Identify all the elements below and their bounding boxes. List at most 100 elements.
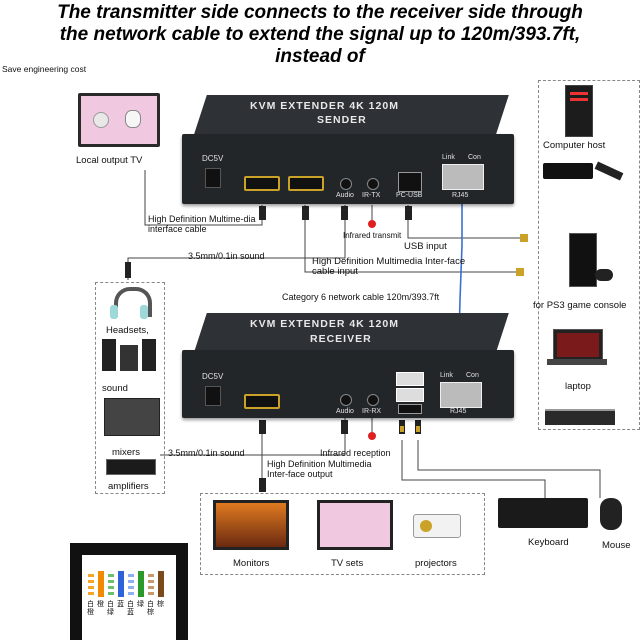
projector-icon bbox=[413, 514, 461, 538]
hdmi-cable-label: High Definition Multime-dia interface ca… bbox=[148, 214, 256, 234]
laptop-icon bbox=[553, 329, 603, 361]
ir-transmit-dot bbox=[368, 220, 376, 228]
tv-screen bbox=[81, 96, 157, 144]
game-console-icon bbox=[569, 233, 597, 287]
monitors-label: Monitors bbox=[233, 558, 270, 569]
headline-line-3: instead of bbox=[275, 46, 365, 67]
dip-switch-icon bbox=[398, 404, 422, 414]
headset-icon bbox=[114, 287, 152, 317]
hdmi-port-icon bbox=[244, 394, 280, 409]
hdmi-input-label: High Definition Multimedia Inter-face ca… bbox=[312, 256, 466, 277]
mixers-label: mixers bbox=[112, 447, 140, 458]
sender-pcusb-label: PC-USB bbox=[396, 192, 423, 199]
set-top-box-icon bbox=[543, 163, 593, 179]
sender-rj45-label: RJ45 bbox=[452, 192, 469, 199]
receiver-panel: DC5V Audio IR-RX Link Con RJ45 bbox=[182, 350, 514, 418]
receiver-title: KVM EXTENDER 4K 120M bbox=[250, 318, 399, 330]
receiver-con-label: Con bbox=[466, 372, 479, 379]
robot-icon bbox=[125, 110, 141, 128]
ps3-label: for PS3 game console bbox=[533, 300, 627, 311]
gamepad-icon bbox=[595, 269, 613, 281]
sound-2-label: 3.5mm/0.1in sound bbox=[168, 448, 245, 458]
wire-pin bbox=[158, 571, 164, 597]
wire-pin bbox=[118, 571, 124, 597]
wire-pin-label: 棕 bbox=[157, 601, 164, 608]
mouse-icon bbox=[600, 498, 622, 530]
computer-tower-icon bbox=[565, 85, 593, 137]
wire-pin bbox=[98, 571, 104, 597]
mixer-icon bbox=[104, 398, 160, 436]
displays-panel: Monitors TV sets projectors bbox=[200, 493, 485, 575]
sound-1-label: 3.5mm/0.1in sound bbox=[188, 251, 265, 261]
infrared-transmit-label: Infrared transmit bbox=[343, 231, 402, 240]
sender-panel: DC5V Audio IR-TX PC-USB Link Con RJ45 bbox=[182, 134, 514, 204]
cable-mouse bbox=[417, 440, 601, 498]
sender-dc-label: DC5V bbox=[202, 154, 224, 163]
audio-jack-icon bbox=[340, 178, 352, 190]
wire-pin bbox=[108, 571, 114, 597]
sender-con-label: Con bbox=[468, 154, 481, 161]
headline-line-1: The transmitter side connects to the rec… bbox=[57, 2, 583, 23]
receiver-subtitle: RECEIVER bbox=[310, 333, 372, 345]
wire-pins: 白橙橙白绿蓝白蓝绿白棕棕 bbox=[87, 571, 170, 641]
local-tv bbox=[78, 93, 160, 147]
computer-host-label: Computer host bbox=[543, 140, 606, 151]
amplifiers-label: amplifiers bbox=[108, 481, 149, 492]
hdmi-port-icon bbox=[244, 176, 280, 191]
wire-pin bbox=[148, 571, 154, 597]
hdmi-port-icon bbox=[288, 176, 324, 191]
wire-pin-label: 白橙 bbox=[87, 601, 94, 616]
usb-a-port-icon bbox=[396, 388, 424, 402]
remote-control-icon bbox=[594, 161, 624, 181]
wire-pin-label: 绿 bbox=[137, 601, 144, 608]
save-cost-label: Save engineering cost bbox=[2, 64, 87, 74]
wire-pin-label: 白蓝 bbox=[127, 601, 134, 616]
usb-a-port-icon bbox=[396, 372, 424, 386]
mouse-label: Mouse bbox=[602, 540, 631, 551]
dc-port-icon bbox=[205, 386, 221, 406]
keyboard-label: Keyboard bbox=[528, 537, 569, 548]
wire-pin-label: 橙 bbox=[97, 601, 104, 608]
cable-usb-input bbox=[407, 205, 525, 239]
audio-jack-icon bbox=[340, 394, 352, 406]
projectors-label: projectors bbox=[415, 558, 457, 569]
headline-line-2: the network cable to extend the signal u… bbox=[59, 24, 581, 45]
wire-pin bbox=[88, 571, 94, 597]
cat6-label: Category 6 network cable 120m/393.7ft bbox=[282, 292, 440, 302]
usb-b-port-icon bbox=[398, 172, 422, 192]
wire-pin bbox=[128, 571, 134, 597]
rj45-port-icon bbox=[440, 382, 482, 408]
hdmi-output-label: High Definition Multimedia Inter-face ou… bbox=[267, 459, 372, 479]
sender-irtx-label: IR-TX bbox=[362, 192, 381, 199]
dc-port-icon bbox=[205, 168, 221, 188]
sources-panel: Computer host for PS3 game console lapto… bbox=[533, 80, 640, 430]
receiver-audio-label: Audio bbox=[336, 408, 354, 415]
wire-pin bbox=[138, 571, 144, 597]
usb-input-label: USB input bbox=[404, 241, 447, 252]
sender-subtitle: SENDER bbox=[317, 114, 367, 126]
wire-pin-label: 蓝 bbox=[117, 601, 124, 608]
wire-pin-label: 白棕 bbox=[147, 601, 154, 616]
receiver-irrx-label: IR-RX bbox=[362, 408, 382, 415]
headline: The transmitter side connects to the rec… bbox=[0, 2, 640, 68]
receiver-rj45-label: RJ45 bbox=[450, 408, 467, 415]
cable-keyboard bbox=[401, 440, 546, 498]
wire-pin-label: 白绿 bbox=[107, 601, 114, 616]
tv-sets-label: TV sets bbox=[331, 558, 364, 569]
sender-audio-label: Audio bbox=[336, 192, 354, 199]
rj45-port-icon bbox=[442, 164, 484, 190]
infrared-reception-label: Infrared reception bbox=[320, 448, 391, 458]
audio-devices-panel: Headsets, sound mixers amplifiers bbox=[95, 282, 165, 494]
tv-icon bbox=[317, 500, 393, 550]
laptop-label: laptop bbox=[565, 381, 591, 392]
receiver-link-label: Link bbox=[440, 372, 453, 379]
ir-receive-dot bbox=[368, 432, 376, 440]
robot-icon bbox=[93, 112, 109, 128]
dvd-player-icon bbox=[545, 409, 615, 425]
rj45-wiring-diagram: 白橙橙白绿蓝白蓝绿白棕棕 bbox=[70, 543, 188, 640]
local-tv-label: Local output TV bbox=[76, 155, 143, 166]
ir-jack-icon bbox=[367, 394, 379, 406]
sender-link-label: Link bbox=[442, 154, 455, 161]
cable-hdmi-input bbox=[304, 205, 520, 273]
